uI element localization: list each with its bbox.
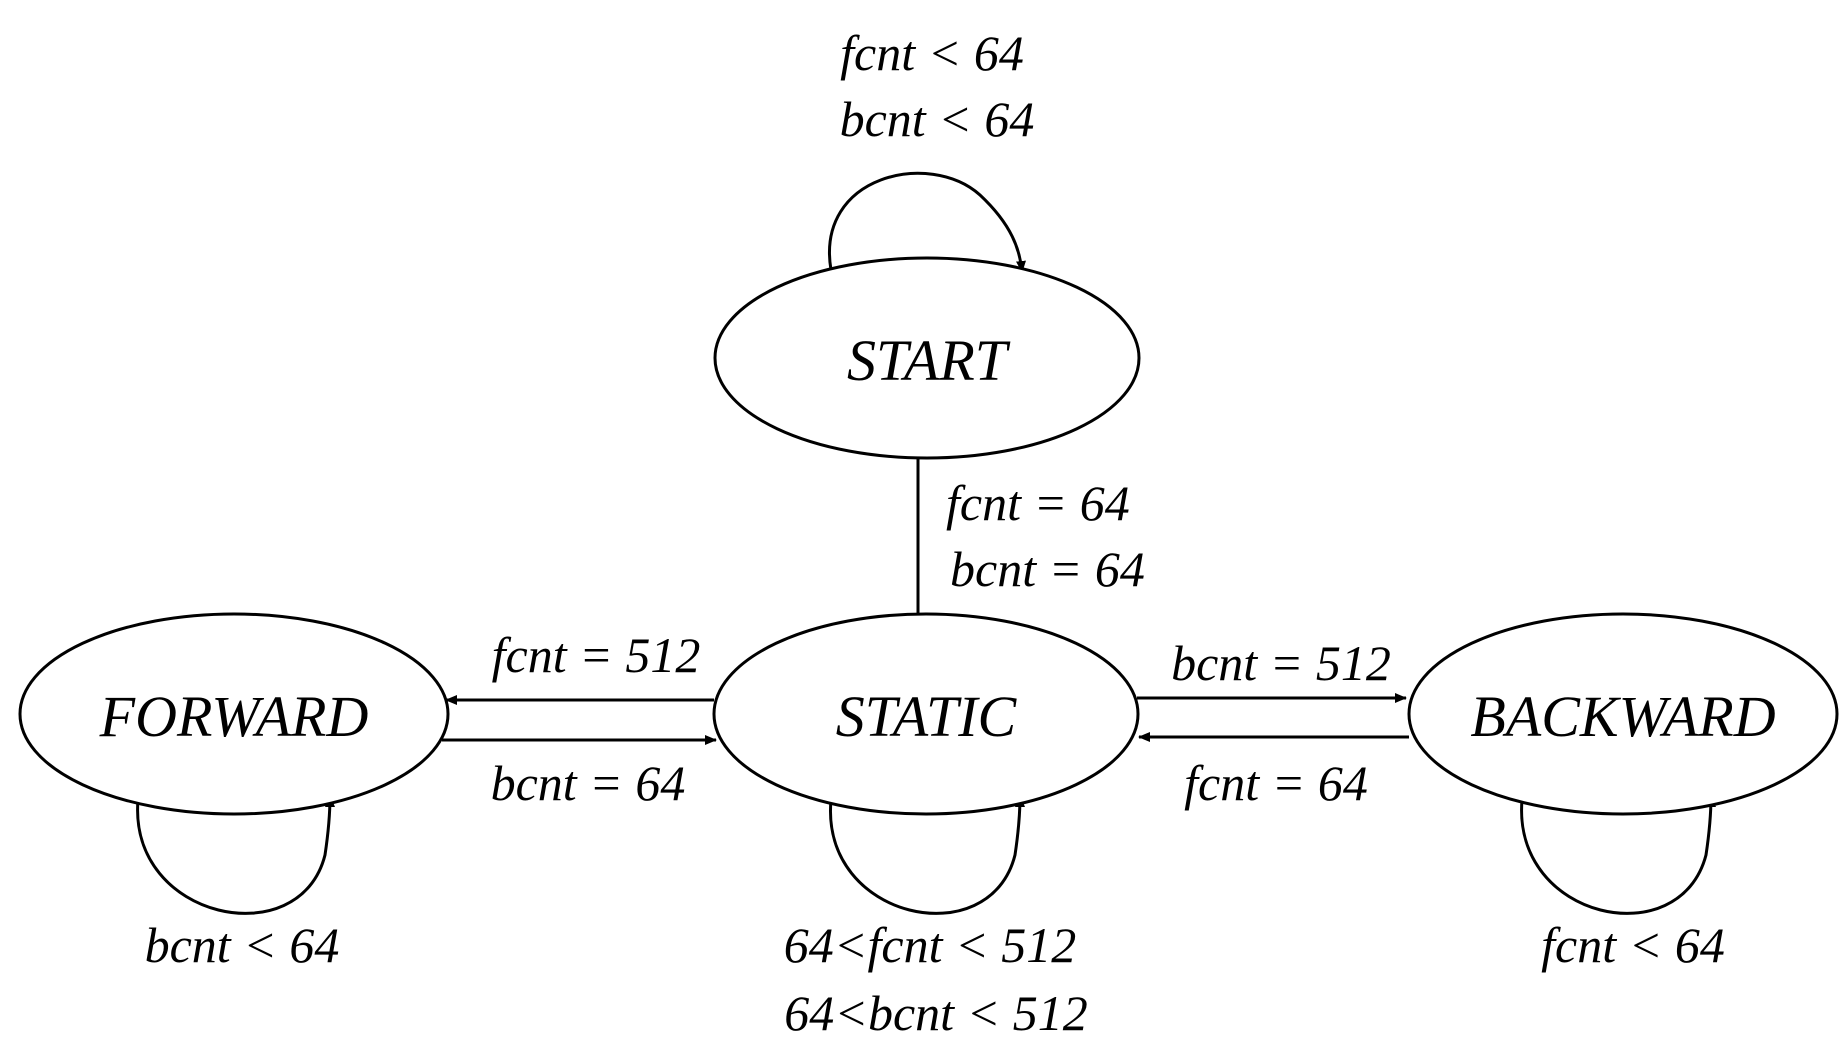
backward-loop-label: fcnt < 64 xyxy=(1541,917,1725,973)
state-forward: FORWARD xyxy=(18,612,450,816)
forward-loop-arrow xyxy=(136,795,335,915)
state-forward-shape xyxy=(18,612,450,816)
state-static-label: STATIC xyxy=(836,684,1018,749)
state-static-shape xyxy=(712,612,1140,816)
state-backward-shape xyxy=(1407,612,1839,816)
static-loop-label-1: 64<fcnt < 512 xyxy=(784,917,1076,973)
state-static: STATIC xyxy=(712,612,1140,816)
state-forward-label: FORWARD xyxy=(99,684,369,749)
start-loop-label-2: bcnt < 64 xyxy=(840,91,1035,147)
static-to-forward-label: fcnt = 512 xyxy=(492,627,701,683)
state-start: START xyxy=(713,256,1141,460)
static-loop-arrow xyxy=(829,795,1025,915)
state-backward: BACKWARD xyxy=(1407,612,1839,816)
forward-to-static-label: bcnt = 64 xyxy=(491,755,686,811)
static-to-backward-label: bcnt = 512 xyxy=(1171,635,1391,691)
forward-loop-label: bcnt < 64 xyxy=(145,917,340,973)
backward-loop-arrow xyxy=(1520,795,1716,915)
state-start-shape xyxy=(713,256,1141,460)
state-backward-label: BACKWARD xyxy=(1470,684,1775,749)
start-to-static-label-2: bcnt = 64 xyxy=(950,541,1145,597)
start-loop-label-1: fcnt < 64 xyxy=(840,25,1024,81)
backward-to-static-label: fcnt = 64 xyxy=(1184,755,1368,811)
start-loop-arrow xyxy=(827,171,1026,273)
state-start-label: START xyxy=(847,328,1011,393)
static-loop-label-2: 64<bcnt < 512 xyxy=(784,985,1088,1041)
start-to-static-label-1: fcnt = 64 xyxy=(946,475,1130,531)
